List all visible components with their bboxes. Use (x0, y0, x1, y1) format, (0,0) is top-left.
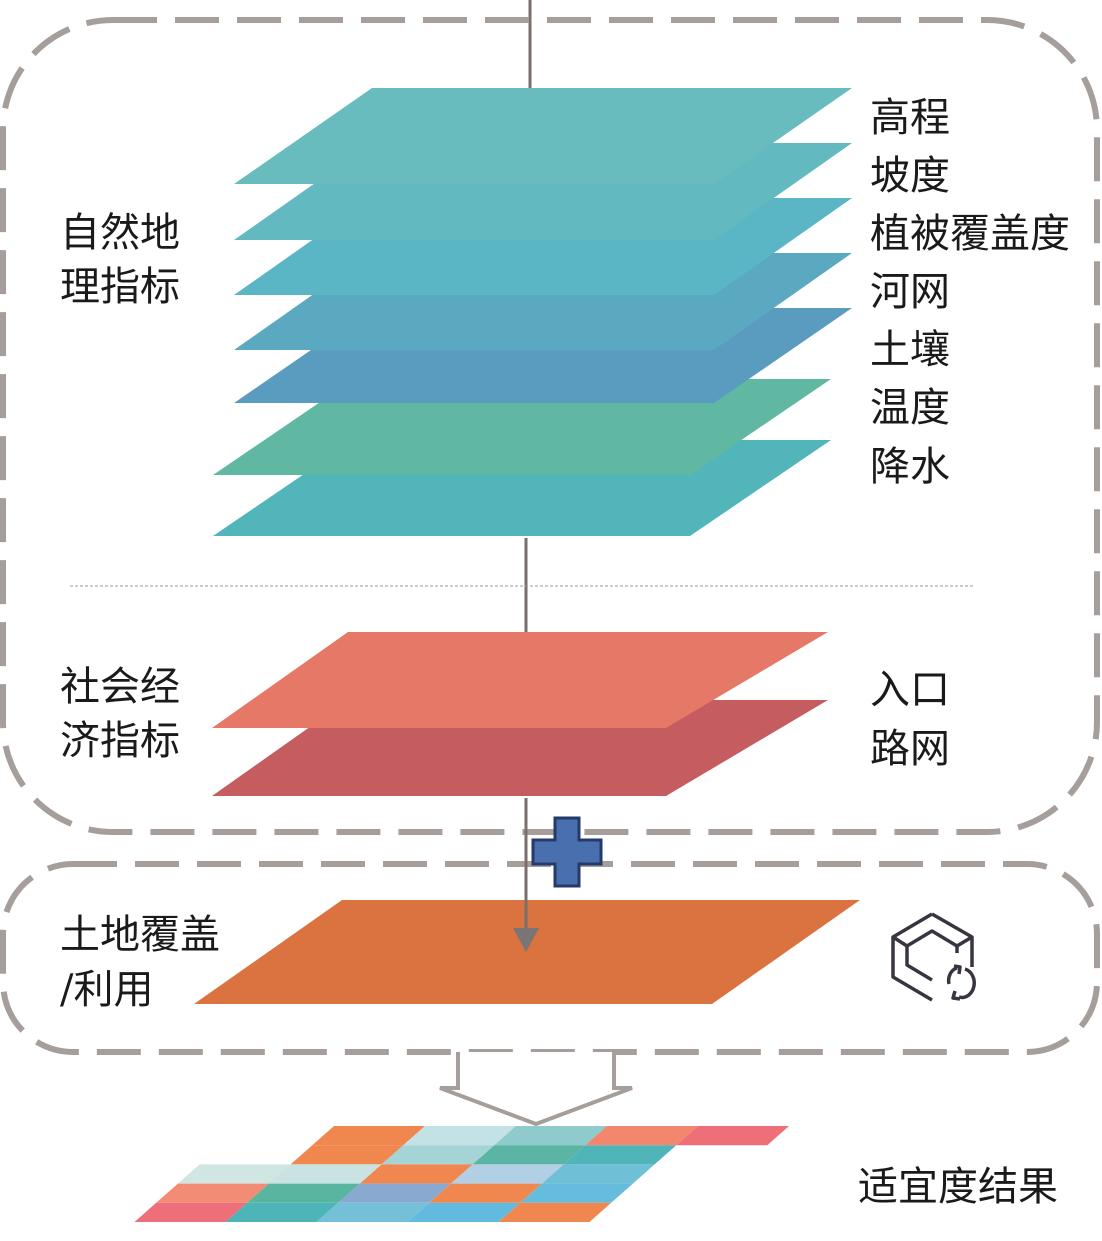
socioeconomic-layer (212, 632, 828, 728)
natural-layer-label: 土壤 (870, 327, 950, 373)
natural-layer-stack (213, 88, 852, 536)
result-grid-cell (268, 1164, 382, 1184)
socioeconomic-layer-label: 入口 (870, 667, 950, 713)
result-grid-cell (156, 1183, 269, 1203)
result-grid-cell (381, 1145, 495, 1165)
result-grid-cell (225, 1202, 339, 1222)
result-grid-cell (247, 1183, 360, 1203)
result-grid-cell (541, 1164, 655, 1184)
natural-layer-label: 植被覆盖度 (870, 211, 1070, 257)
natural-layer-label: 坡度 (870, 153, 950, 199)
natural-layer-label: 降水 (870, 444, 950, 490)
result-grid-cell (407, 1202, 521, 1222)
result-grid-cell (134, 1202, 248, 1222)
natural-layer (234, 88, 852, 184)
plus-icon (531, 816, 603, 888)
flow-arrowhead (513, 928, 539, 952)
result-grid-cell (312, 1126, 425, 1146)
landcover-label-line1: 土地覆盖 (60, 912, 220, 958)
result-grid-cell (290, 1145, 404, 1165)
result-grid-cell (316, 1202, 430, 1222)
natural-group-label-line2: 理指标 (60, 264, 180, 310)
indicator-group-box (0, 17, 1100, 835)
result-grid-cell (520, 1183, 633, 1203)
result-grid-cell (494, 1126, 607, 1146)
result-grid-cell (450, 1164, 564, 1184)
result-grid-cell (429, 1183, 542, 1203)
result-grid-cell (563, 1145, 677, 1165)
socio-group-label-line2: 济指标 (60, 718, 180, 764)
result-grid-cell (177, 1164, 291, 1184)
result-grid-cell (472, 1145, 586, 1165)
result-grid-cell (359, 1164, 473, 1184)
landcover-label-line2: /利用 (60, 967, 153, 1013)
result-label: 适宜度结果 (858, 1164, 1058, 1210)
result-grid-cell (676, 1126, 789, 1146)
socioeconomic-layer-stack (212, 632, 828, 796)
cube-refresh-icon (891, 912, 976, 1002)
socioeconomic-layer-label: 路网 (870, 726, 950, 772)
result-grid-cell (585, 1126, 698, 1146)
result-grid-cell (338, 1183, 451, 1203)
result-grid (134, 1126, 789, 1222)
natural-layer-label: 高程 (870, 95, 950, 141)
natural-layer-label: 河网 (870, 269, 950, 315)
socio-group-label-line1: 社会经 (60, 664, 180, 710)
result-grid-cell (498, 1202, 612, 1222)
result-arrow (439, 1052, 633, 1127)
natural-layer-label: 温度 (870, 385, 950, 431)
landcover-layer (194, 900, 860, 1004)
natural-group-label-line1: 自然地 (60, 210, 180, 256)
result-grid-cell (403, 1126, 516, 1146)
